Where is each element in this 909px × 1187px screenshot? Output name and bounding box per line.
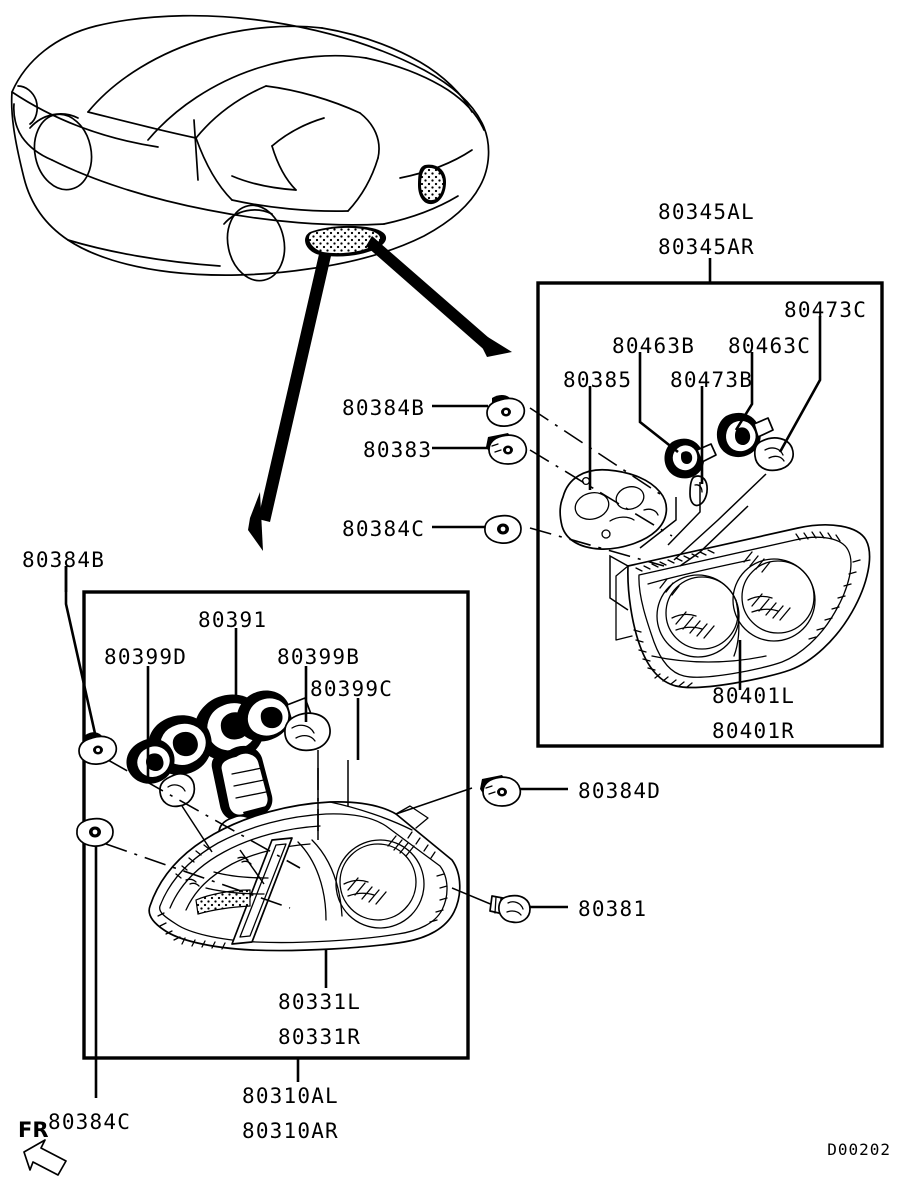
part-nut-80383 [432, 433, 528, 465]
label-80384C-upper: 80384C [342, 517, 426, 541]
label-80463B: 80463B [612, 334, 696, 358]
part-socket-80463C [716, 412, 774, 458]
label-80383: 80383 [363, 438, 433, 462]
upper-panel-box [536, 258, 884, 748]
fr-orientation-arrow [23, 1139, 67, 1176]
label-80463C: 80463C [728, 334, 812, 358]
label-80473B: 80473B [670, 368, 754, 392]
part-socket-80463B [664, 438, 717, 479]
label-80310AL: 80310AL [242, 1084, 339, 1108]
label-80399D: 80399D [104, 645, 188, 669]
label-80401R: 80401R [712, 719, 796, 743]
part-bulb-80473B [689, 475, 708, 507]
label-80399B: 80399B [277, 645, 361, 669]
part-bulb-80399B [284, 712, 331, 752]
vehicle-illustration [10, 14, 490, 282]
label-80384C-lower: 80384C [48, 1110, 132, 1134]
leader-lines-upper-panel [588, 316, 822, 690]
part-screw-80381 [489, 894, 568, 924]
upper-panel-title-line-2: 80345AR [658, 235, 755, 259]
label-80384B-lower: 80384B [22, 548, 106, 572]
label-80399C: 80399C [310, 677, 394, 701]
upper-panel-title-line-1: 80345AL [658, 200, 755, 224]
part-clip-80384B-lower [64, 566, 118, 765]
part-bulb-80473C [753, 437, 794, 472]
callout-arrow-to-inner-lamp [366, 236, 512, 357]
vehicle-inner-lamp-marker [418, 164, 446, 205]
fr-direction-label: FR [18, 1118, 49, 1142]
part-inner-lamp-lens-80401 [615, 524, 871, 689]
part-grommet-80384C-upper [432, 514, 522, 544]
label-80384D: 80384D [578, 779, 662, 803]
label-80391: 80391 [198, 608, 268, 632]
part-outer-lamp-lens-80331 [148, 801, 461, 952]
part-clip-80384B-upper [432, 395, 526, 427]
label-80331R: 80331R [278, 1025, 362, 1049]
label-80331L: 80331L [278, 990, 362, 1014]
part-gasket-80385 [559, 468, 668, 550]
label-80310AR: 80310AR [242, 1119, 339, 1143]
label-80381: 80381 [578, 897, 648, 921]
part-grommet-80384C-lower [76, 817, 114, 1098]
assembly-dashed-lines-upper [529, 407, 767, 611]
part-clip-80384D [480, 775, 568, 807]
vehicle-outer-lamp-marker [305, 225, 387, 257]
label-80401L: 80401L [712, 684, 796, 708]
label-80385: 80385 [563, 368, 633, 392]
assembly-dashed-lines-lower [105, 750, 501, 909]
callout-arrow-to-outer-lamp [248, 254, 331, 551]
label-80473C: 80473C [784, 298, 868, 322]
label-80384B-upper: 80384B [342, 396, 426, 420]
diagram-code: D00202 [827, 1140, 891, 1159]
part-bulb-80399D [159, 773, 196, 808]
